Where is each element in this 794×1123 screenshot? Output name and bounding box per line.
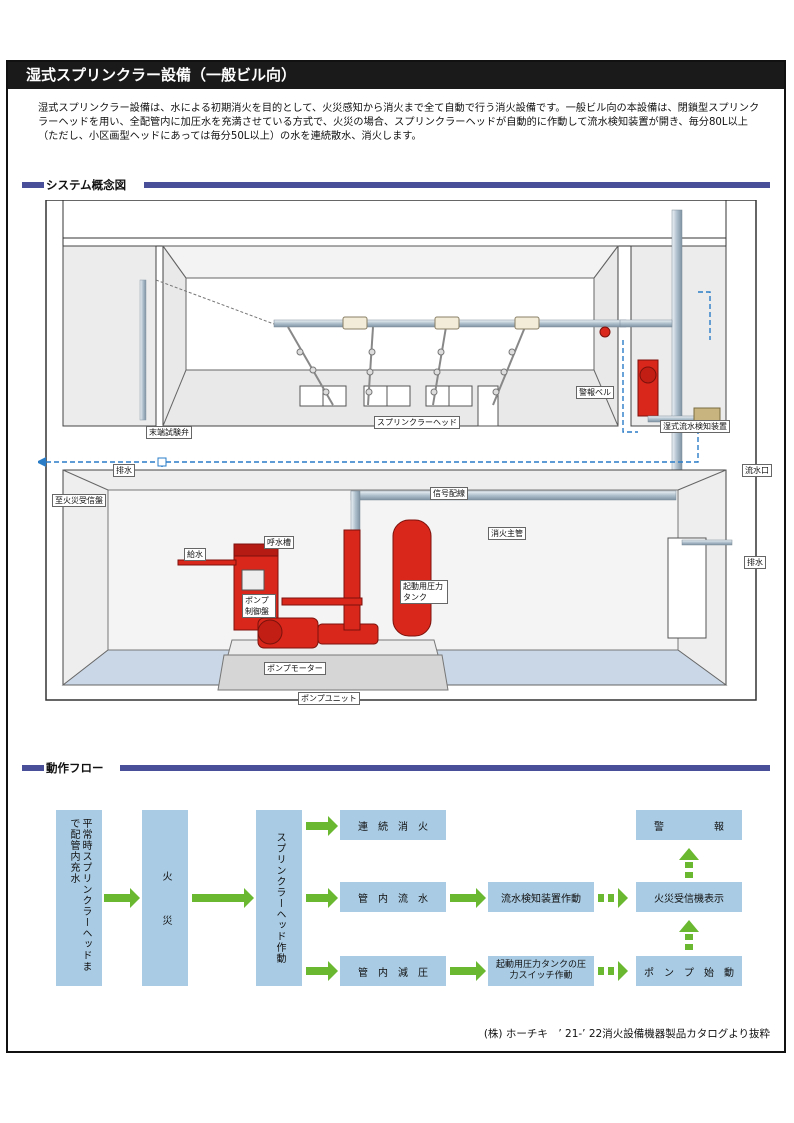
section-bar-right bbox=[120, 765, 770, 771]
label-signal-wiring: 信号配線 bbox=[430, 487, 468, 500]
flow-pressure-switch: 起動用圧力タンクの圧力スイッチ作動 bbox=[488, 956, 594, 986]
label-main-pipe: 消火主管 bbox=[488, 527, 526, 540]
label-end-test-valve: 末端試験弁 bbox=[146, 426, 192, 439]
label-drain-right: 排水 bbox=[744, 556, 766, 569]
arrow-icon bbox=[104, 816, 699, 981]
label-pump-motor: ポンプモーター bbox=[264, 662, 326, 675]
flow-pump-start: ポ ン プ 始 動 bbox=[636, 956, 742, 986]
flow-pipe-pressure: 管 内 減 圧 bbox=[340, 956, 446, 986]
label-sprinkler-head: スプリンクラーヘッド bbox=[374, 416, 460, 429]
flow-head-operates: スプリンクラーヘッド作動 bbox=[256, 810, 302, 986]
label-pressure-tank: 起動用圧力タンク bbox=[400, 580, 448, 604]
section-bar-right bbox=[144, 182, 770, 188]
flow-receiver-display: 火災受信機表示 bbox=[636, 882, 742, 912]
flow-detector-operates: 流水検知装置作動 bbox=[488, 882, 594, 912]
system-section-header: システム概念図 bbox=[22, 177, 770, 193]
credit-text: (株) ホーチキ ’ 21-’ 22消火設備機器製品カタログより抜粋 bbox=[483, 1028, 770, 1040]
flow-normal: 平常時スプリンクラーヘッドまで配管内充水 bbox=[56, 810, 102, 986]
document-frame: 湿式スプリンクラー設備（一般ビル向） 湿式スプリンクラー設備は、水による初期消火… bbox=[6, 60, 786, 1053]
intro-paragraph: 湿式スプリンクラー設備は、水による初期消火を目的として、火災感知から消火まで全て… bbox=[38, 103, 760, 142]
section-bar-left bbox=[22, 765, 44, 771]
label-alarm-bell: 警報ベル bbox=[576, 386, 614, 399]
label-pump-panel: ポンプ制御盤 bbox=[242, 594, 276, 618]
label-water-supply: 給水 bbox=[184, 548, 206, 561]
label-pump-unit: ポンプユニット bbox=[298, 692, 360, 705]
label-drain-outlet: 流水口 bbox=[742, 464, 772, 477]
flow-arrows bbox=[104, 816, 699, 981]
flow-section-header: 動作フロー bbox=[22, 760, 770, 776]
flow-pipe-flow: 管 内 流 水 bbox=[340, 882, 446, 912]
flow-fire: 火 災 bbox=[142, 810, 188, 986]
flow-continuous: 連 続 消 火 bbox=[340, 810, 446, 840]
label-to-receiver: 至火災受信盤 bbox=[52, 494, 106, 507]
label-drain-left: 排水 bbox=[113, 464, 135, 477]
section-bar-left bbox=[22, 182, 44, 188]
page-title: 湿式スプリンクラー設備（一般ビル向） bbox=[8, 62, 784, 89]
flow-section-title: 動作フロー bbox=[46, 760, 106, 776]
system-diagram: スプリンクラーヘッド 末端試験弁 排水 警報ベル 湿式流水検知装置 流水口 至火… bbox=[38, 200, 772, 705]
label-priming-tank: 呼水槽 bbox=[264, 536, 294, 549]
label-flow-detector: 湿式流水検知装置 bbox=[660, 420, 730, 433]
flow-alarm: 警 報 bbox=[636, 810, 742, 840]
system-section-title: システム概念図 bbox=[46, 177, 129, 193]
